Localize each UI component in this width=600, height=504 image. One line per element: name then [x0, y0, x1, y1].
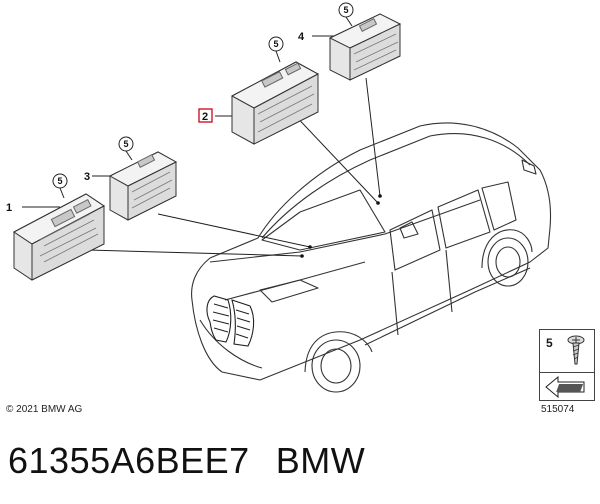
callout-2-highlight [198, 108, 213, 123]
screw-callout-1: 5 [57, 176, 62, 186]
control-module-4 [328, 13, 402, 81]
parts-diagram: 1 3 4 2 5 5 5 5 [6, 2, 552, 393]
screw-callout-4: 5 [343, 5, 348, 15]
leader-points [300, 194, 382, 258]
diagram-id: 515074 [541, 404, 575, 415]
legend-divider [540, 372, 594, 373]
brand-name: BMW [275, 440, 366, 481]
callout-3: 3 [84, 171, 90, 183]
vehicle-outline [191, 122, 552, 393]
legend-number: 5 [546, 336, 553, 350]
screw-callouts [52, 2, 354, 199]
leader-lines [22, 35, 381, 257]
control-module-2 [230, 61, 320, 145]
screw-callout-2: 5 [123, 139, 128, 149]
arrow-icon [545, 376, 585, 398]
callout-4: 4 [298, 31, 305, 43]
part-number-line: 61355A6BEE7 BMW [8, 440, 365, 482]
part-number: 61355A6BEE7 [8, 440, 250, 481]
copyright-text: © 2021 BMW AG [6, 404, 83, 415]
legend-box: 5 [539, 329, 595, 401]
callout-labels: 1 3 4 [6, 31, 305, 214]
control-module-1 [13, 193, 105, 281]
callout-1: 1 [6, 202, 12, 214]
screw-callout-3: 5 [273, 39, 278, 49]
callout-2: 2 [202, 111, 208, 123]
kidney-grille [206, 295, 255, 347]
screw-icon [567, 335, 585, 365]
control-module-3 [108, 151, 178, 221]
